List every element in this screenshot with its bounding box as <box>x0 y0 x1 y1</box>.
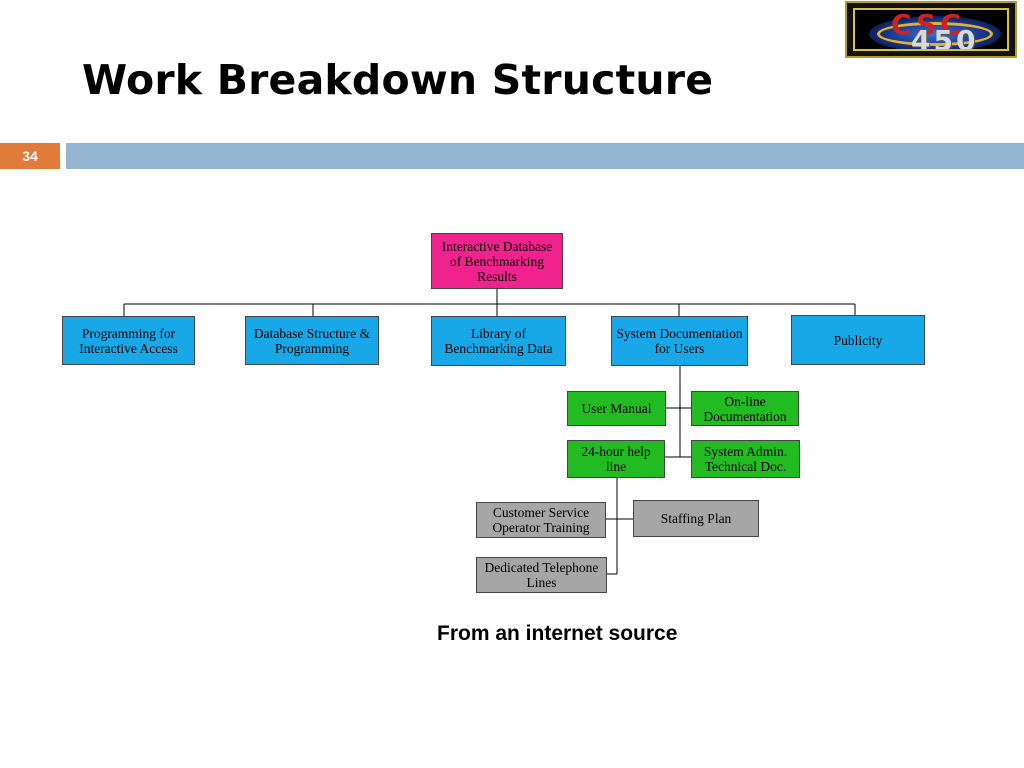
wbs-node-telephone-lines: Dedicated Telephone Lines <box>476 557 607 593</box>
page-title: Work Breakdown Structure <box>82 56 714 104</box>
wbs-node-library: Library of Benchmarking Data <box>431 316 566 366</box>
wbs-node-documentation: System Documentation for Users <box>611 316 748 366</box>
wbs-node-programming: Programming for Interactive Access <box>62 316 195 365</box>
wbs-node-helpline: 24-hour help line <box>567 440 665 478</box>
wbs-node-database: Database Structure & Programming <box>245 316 379 365</box>
source-note: From an internet source <box>437 622 678 645</box>
logo-text-top: CSC <box>891 8 965 41</box>
logo-text-bottom: 450 <box>911 24 979 51</box>
header-divider-bar <box>66 143 1024 169</box>
wbs-node-sysadmin-doc: System Admin. Technical Doc. <box>691 440 800 478</box>
wbs-node-online-documentation: On-line Documentation <box>691 391 799 426</box>
wbs-node-staffing-plan: Staffing Plan <box>633 500 759 537</box>
wbs-node-user-manual: User Manual <box>567 391 666 426</box>
course-logo: CSC 450 <box>845 1 1017 58</box>
slide-number: 34 <box>0 143 60 169</box>
logo-frame: CSC 450 <box>853 8 1009 51</box>
wbs-node-customer-service: Customer Service Operator Training <box>476 502 606 538</box>
wbs-root-node: Interactive Database of Benchmarking Res… <box>431 233 563 289</box>
logo-ring-graphic <box>877 22 993 46</box>
wbs-node-publicity: Publicity <box>791 315 925 365</box>
